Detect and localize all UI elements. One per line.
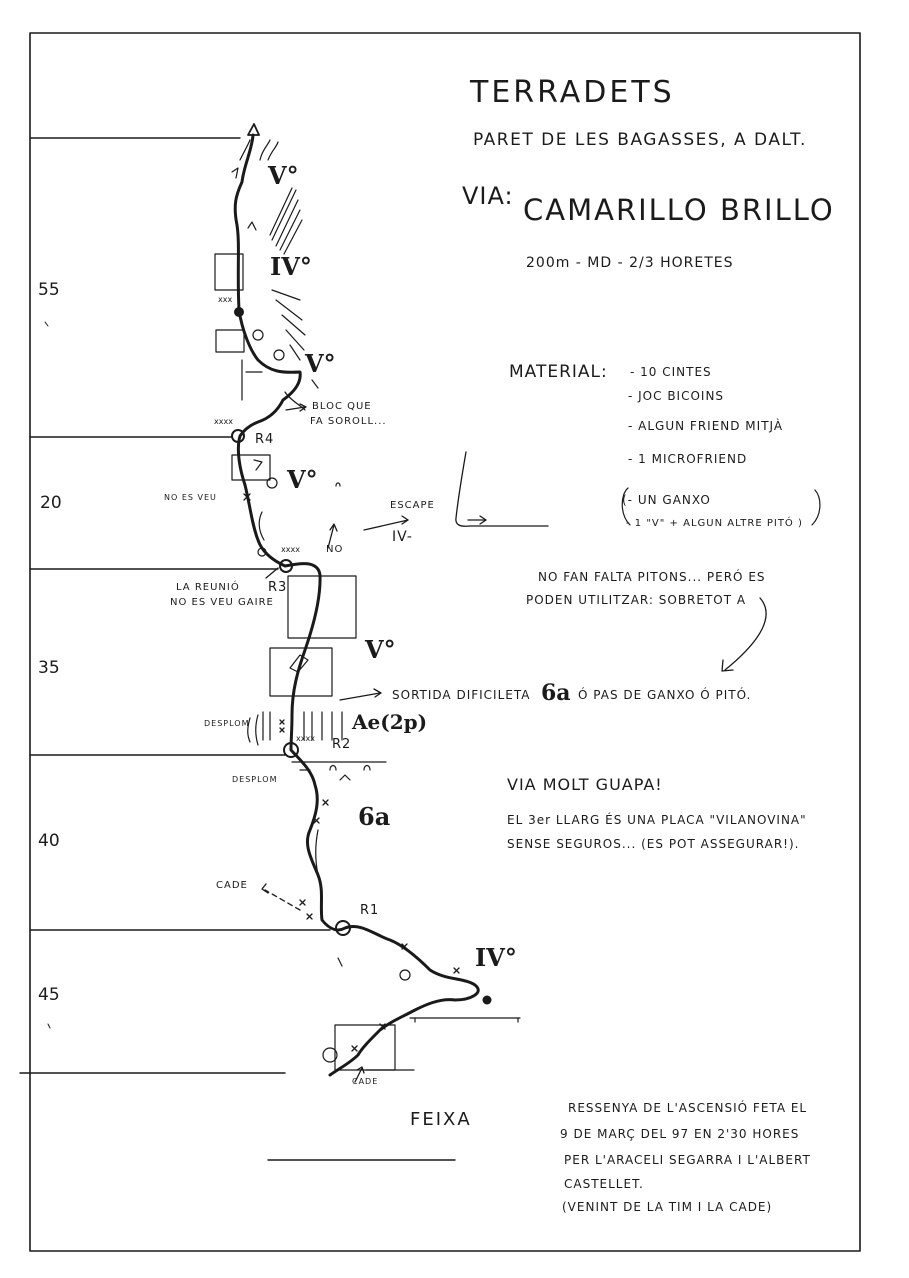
- material-item: - 10 CINTES: [630, 365, 712, 379]
- margin-ticks: [44, 321, 51, 1029]
- pitons-note: NO FAN FALTA PITONS... PERÓ ES: [538, 570, 766, 584]
- page-frame: [29, 32, 861, 1252]
- svg-text:xxxx: xxxx: [296, 734, 315, 743]
- pitch-grade: IV°: [270, 252, 312, 281]
- pitch-grade: V°: [268, 161, 299, 190]
- belay-label: R2: [332, 737, 352, 752]
- credits-line: PER L'ARACELI SEGARRA I L'ALBERT: [564, 1153, 811, 1167]
- pitch-separators: [19, 137, 456, 1161]
- belay-label: R1: [360, 903, 380, 918]
- belay-note: NO ES VEU GAIRE: [170, 597, 274, 608]
- no-label: NO: [326, 544, 344, 555]
- page-title: TERRADETS: [470, 75, 675, 110]
- comment-line: EL 3er LLARG ÉS UNA PLACA "VILANOVINA": [507, 813, 807, 827]
- comment-title: VIA MOLT GUAPA!: [507, 775, 663, 794]
- via-prefix: VIA:: [462, 182, 514, 210]
- pitch-grade: Ae(2p): [352, 710, 428, 734]
- route-name: CAMARILLO BRILLO: [523, 193, 835, 227]
- summit-arrow: [247, 123, 260, 136]
- pitons-note: PODEN UTILITZAR: SOBRETOT A: [526, 593, 747, 607]
- page-subtitle: PARET DE LES BAGASSES, A DALT.: [473, 130, 807, 150]
- protection-marks: [243, 493, 460, 1052]
- material-bracket-right: [811, 489, 821, 526]
- material-item: (- UN GANXO: [622, 493, 711, 507]
- pitch-length: 40: [38, 831, 60, 851]
- escape-label: ESCAPE: [390, 500, 435, 511]
- pitch-length: 55: [38, 280, 60, 300]
- pitch-grade: 6a: [358, 802, 391, 831]
- material-item: - 1 "V" + ALGUN ALTRE PITÓ ): [626, 518, 803, 529]
- credits-line: 9 DE MARÇ DEL 97 EN 2'30 HORES: [560, 1127, 800, 1141]
- escape-grade: IV-: [392, 529, 413, 545]
- ledge-label: FEIXA: [410, 1109, 472, 1130]
- exit-note: SORTIDA DIFICILETA: [392, 688, 531, 702]
- pitch-length: 45: [38, 985, 60, 1005]
- bolt-dots: [234, 307, 492, 1005]
- exit-grade: 6a: [541, 680, 571, 706]
- loose-block-note: BLOC QUE: [312, 401, 372, 412]
- svg-text:xxxx: xxxx: [281, 545, 300, 554]
- pitch-length: 20: [40, 493, 62, 513]
- credits-line: CASTELLET.: [564, 1177, 644, 1191]
- pitch-grade: V°: [365, 635, 396, 664]
- exit-alternative: Ó PAS DE GANXO Ó PITÓ.: [578, 688, 752, 702]
- pitch-grade: IV°: [475, 943, 517, 972]
- bolt-clusters: xxx xxxx xxxx xxxx: [214, 295, 315, 743]
- credits-line: (VENINT DE LA TIM I LA CADE): [562, 1200, 773, 1214]
- comment-line: SENSE SEGUROS... (ES POT ASSEGURAR!).: [507, 837, 800, 851]
- not-visible-note: NO ES VEU: [164, 493, 217, 502]
- belay-label: R4: [255, 432, 275, 447]
- belay-label: R3: [268, 580, 288, 595]
- route-line: [233, 133, 480, 1077]
- belay-stations: [231, 429, 351, 936]
- pitch-grade: V°: [287, 465, 318, 494]
- loose-block-note: FA SOROLL...: [310, 416, 387, 427]
- material-item: - ALGUN FRIEND MITJÀ: [628, 419, 784, 433]
- cade-label: CADE: [216, 880, 248, 891]
- material-label: MATERIAL:: [509, 362, 608, 382]
- route-info: 200m - MD - 2/3 HORETES: [526, 255, 734, 271]
- svg-text:xxx: xxx: [218, 295, 232, 304]
- overhang-label: DESPLOM: [204, 719, 250, 728]
- annotation-arrows: [261, 403, 767, 1083]
- belay-note: LA REUNIÓ: [176, 582, 240, 593]
- svg-text:xxxx: xxxx: [214, 417, 233, 426]
- pitch-length: 35: [38, 658, 60, 678]
- material-item: - JOC BICOINS: [628, 389, 725, 403]
- material-bracket-left: [621, 487, 631, 526]
- overhang-label: DESPLOM: [232, 775, 278, 784]
- rock-features: [214, 139, 521, 1071]
- pitch-grade: V°: [305, 349, 336, 378]
- cade-start-label: CADE: [352, 1077, 379, 1086]
- credits-line: RESSENYA DE L'ASCENSIÓ FETA EL: [568, 1101, 808, 1115]
- material-item: - 1 MICROFRIEND: [628, 452, 748, 466]
